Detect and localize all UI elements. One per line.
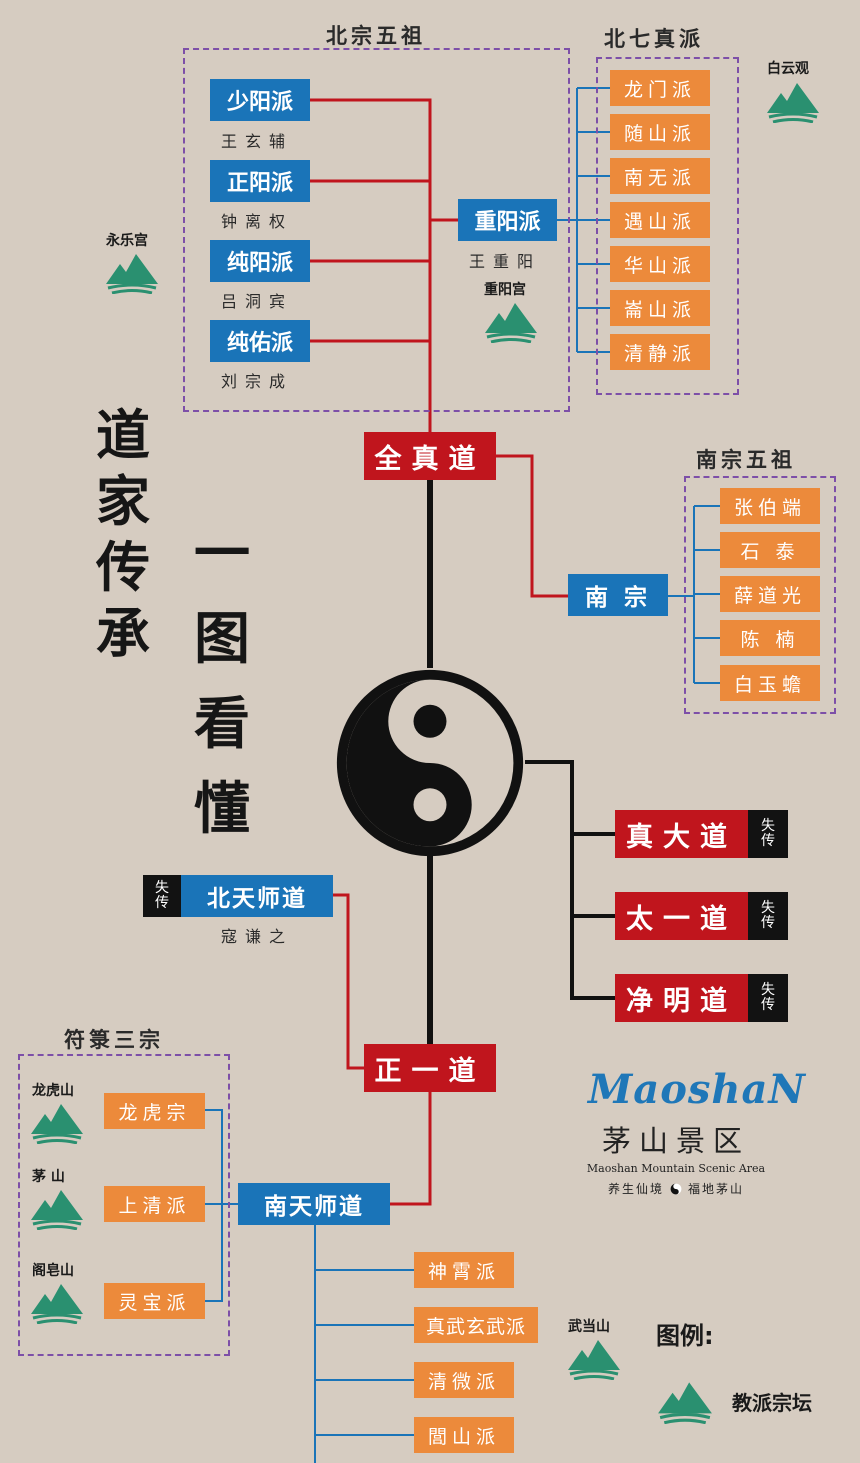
patriarch-xuedaoguang[interactable]: 薛道光 <box>720 576 820 612</box>
sect-lushan[interactable]: 閭山派 <box>414 1417 514 1453</box>
quanzhen-dao[interactable]: 全真道 <box>364 432 496 480</box>
title-right-char: 一 <box>194 521 250 587</box>
place-gezaoshan: 阁皂山 <box>32 1263 74 1279</box>
title-left-char: 传 <box>96 535 150 599</box>
lost-tag-char: 传 <box>761 833 775 849</box>
sect-nanwu[interactable]: 南无派 <box>610 158 710 194</box>
sect-chunyang[interactable]: 纯阳派 <box>210 240 310 282</box>
sect-qingwei[interactable]: 清微派 <box>414 1362 514 1398</box>
logo-brand: MaoshaN <box>588 1066 806 1113</box>
patriarch-chennan[interactable]: 陈 楠 <box>720 620 820 656</box>
lost-tag-char: 失 <box>761 900 775 916</box>
sect-zhenwu[interactable]: 真武玄武派 <box>414 1307 538 1343</box>
title-right-char: 图 <box>194 606 250 672</box>
legend-mountain-icon <box>658 1382 712 1424</box>
founder-wangxuanfu: 王玄辅 <box>221 132 294 151</box>
lost-tag-char: 失 <box>761 982 775 998</box>
lost-zhendadao[interactable]: 真大道 <box>615 810 748 858</box>
patriarch-zhangboduan[interactable]: 张伯端 <box>720 488 820 524</box>
lost-tag-char: 失 <box>761 818 775 834</box>
place-baiyunguan: 白云观 <box>767 61 809 77</box>
north-five-header: 北宗五祖 <box>326 24 426 48</box>
place-maoshan: 茅 山 <box>32 1169 65 1185</box>
logo-en: Maoshan Mountain Scenic Area <box>586 1162 766 1175</box>
sect-longhuzong[interactable]: 龙虎宗 <box>104 1093 205 1129</box>
title-left: 道 家 传 承 <box>88 402 158 666</box>
mountain-temple-icon <box>485 303 537 343</box>
title-left-char: 承 <box>96 601 150 665</box>
mountain-temple-icon <box>31 1284 83 1324</box>
lost-tag-char: 传 <box>761 997 775 1013</box>
mountain-temple-icon <box>568 1340 620 1380</box>
sect-suishan[interactable]: 随山派 <box>610 114 710 150</box>
lost-taiyidao[interactable]: 太一道 <box>615 892 748 940</box>
place-longhushan: 龙虎山 <box>32 1083 74 1099</box>
south-five-header: 南宗五祖 <box>696 448 796 472</box>
fulu-box <box>18 1054 230 1356</box>
lost-tag: 失传 <box>748 974 788 1022</box>
bei-tianshi-dao[interactable]: 北天师道 <box>181 875 333 917</box>
title-right-char: 看 <box>194 691 250 757</box>
mountain-temple-icon <box>106 254 158 294</box>
mountain-temple-icon <box>767 83 819 123</box>
founder-wangchongyang: 王重阳 <box>469 252 542 271</box>
place-wudangshan: 武当山 <box>568 1319 610 1335</box>
sect-qingjing[interactable]: 清静派 <box>610 334 710 370</box>
mountain-temple-icon <box>31 1104 83 1144</box>
mini-yin-yang-icon <box>670 1183 682 1194</box>
logo-cn: 茅山景区 <box>601 1124 750 1158</box>
place-yonglegong: 永乐宫 <box>106 233 148 249</box>
south-five-box <box>684 476 836 714</box>
sect-huashan[interactable]: 华山派 <box>610 246 710 282</box>
founder-zhongliquan: 钟离权 <box>221 212 294 231</box>
title-right: 一 图 看 懂 <box>186 512 258 852</box>
legend-item: 教派宗坛 <box>732 1391 812 1415</box>
patriarch-shitai[interactable]: 石 泰 <box>720 532 820 568</box>
title-right-char: 懂 <box>194 776 250 842</box>
founder-liuzongcheng: 刘宗成 <box>221 372 294 391</box>
sect-lingbao[interactable]: 灵宝派 <box>104 1283 205 1319</box>
fulu-header: 符箓三宗 <box>64 1028 164 1052</box>
title-left-char: 家 <box>96 469 150 533</box>
sect-shaoyang[interactable]: 少阳派 <box>210 79 310 121</box>
founder-lvdongbin: 吕洞宾 <box>221 292 294 311</box>
lost-tag-char: 失 <box>155 880 169 896</box>
founder-kouqianzhi: 寇谦之 <box>221 927 294 946</box>
yin-yang-icon <box>336 669 524 857</box>
place-chongyanggong: 重阳宫 <box>484 282 526 298</box>
sect-zhengyang[interactable]: 正阳派 <box>210 160 310 202</box>
mountain-temple-icon <box>31 1190 83 1230</box>
sect-yushan[interactable]: 遇山派 <box>610 202 710 238</box>
legend-title: 图例: <box>656 1322 714 1350</box>
zhengyi-dao[interactable]: 正一道 <box>364 1044 496 1092</box>
lost-tag-char: 传 <box>761 915 775 931</box>
title-left-char: 道 <box>96 403 150 467</box>
north-five-box <box>183 48 570 412</box>
sect-shenxiao[interactable]: 神霄派 <box>414 1252 514 1288</box>
logo-slogan-left: 养生仙境 <box>607 1182 664 1196</box>
patriarch-baiyuchan[interactable]: 白玉蟾 <box>720 665 820 701</box>
maoshan-logo: MaoshaN 茅山景区 Maoshan Mountain Scenic Are… <box>566 1066 828 1206</box>
sect-chongyang[interactable]: 重阳派 <box>458 199 557 241</box>
south-sect[interactable]: 南 宗 <box>568 574 668 616</box>
lost-tag: 失传 <box>748 892 788 940</box>
sect-shangqing[interactable]: 上清派 <box>104 1186 205 1222</box>
lost-tag-char: 传 <box>155 895 169 911</box>
nan-tianshi-dao[interactable]: 南天师道 <box>238 1183 390 1225</box>
sect-chunyou[interactable]: 纯佑派 <box>210 320 310 362</box>
sect-longmen[interactable]: 龙门派 <box>610 70 710 106</box>
lost-tag: 失传 <box>143 875 181 917</box>
north-seven-box <box>596 57 739 395</box>
lost-jingmingdao[interactable]: 净明道 <box>615 974 748 1022</box>
north-seven-header: 北七真派 <box>604 27 704 51</box>
logo-slogan-right: 福地茅山 <box>688 1182 745 1196</box>
sect-lunshan[interactable]: 崙山派 <box>610 290 710 326</box>
lost-tag: 失传 <box>748 810 788 858</box>
logo-slogan: 养生仙境 福地茅山 <box>566 1180 786 1197</box>
